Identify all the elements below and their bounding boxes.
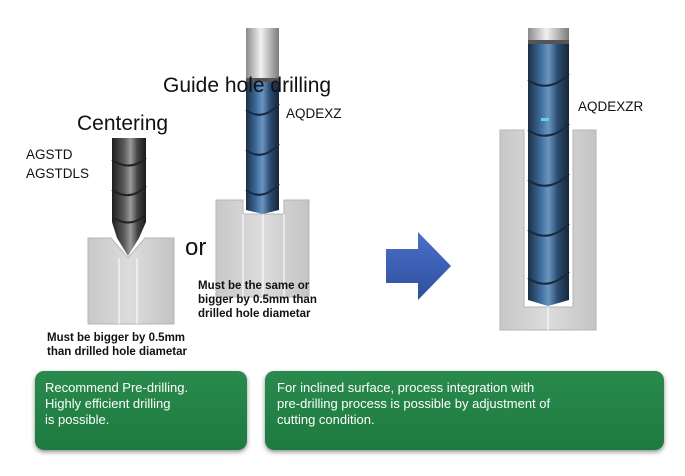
note-line: than drilled hole diametar — [47, 346, 187, 358]
inclined-surface-info-box: For inclined surface, process integratio… — [265, 371, 664, 450]
result-drill — [527, 28, 570, 306]
guide-hole-title: Guide hole drilling — [163, 74, 332, 97]
guide-drill — [245, 28, 280, 214]
result-tool-label: AQDEXZR — [578, 99, 644, 114]
note-line: bigger by 0.5mm than — [198, 294, 317, 306]
box-line: pre-drilling process is possible by adju… — [277, 396, 551, 411]
box-line: For inclined surface, process integratio… — [277, 380, 535, 395]
box-line: cutting condition. — [277, 412, 375, 427]
centering-note: Must be bigger by 0.5mm than drilled hol… — [47, 331, 187, 359]
guide-hole-tool-label: AQDEXZ — [286, 106, 342, 121]
box-line: Highly efficient drilling — [45, 396, 171, 411]
centering-tool-label: AGSTD — [26, 147, 73, 162]
guide-hole-workpiece — [215, 199, 310, 298]
note-line: Must be the same or — [198, 280, 310, 292]
centering-tool-label: AGSTDLS — [26, 166, 90, 181]
note-line: Must be bigger by 0.5mm — [47, 332, 186, 344]
centering-drill — [111, 138, 147, 256]
or-label: or — [185, 234, 207, 261]
centering-tool-list: AGSTD AGSTDLS — [26, 145, 89, 183]
predrilling-info-box: Recommend Pre-drilling. Highly efficient… — [35, 371, 247, 450]
centering-title: Centering — [77, 112, 169, 135]
centering-workpiece — [87, 237, 175, 325]
guide-hole-note: Must be the same or bigger by 0.5mm than… — [198, 279, 317, 321]
box-line: is possible. — [45, 412, 110, 427]
result-workpiece — [499, 129, 597, 331]
note-line: drilled hole diametar — [198, 308, 311, 320]
process-arrow — [386, 232, 451, 300]
box-line: Recommend Pre-drilling. — [45, 380, 189, 395]
